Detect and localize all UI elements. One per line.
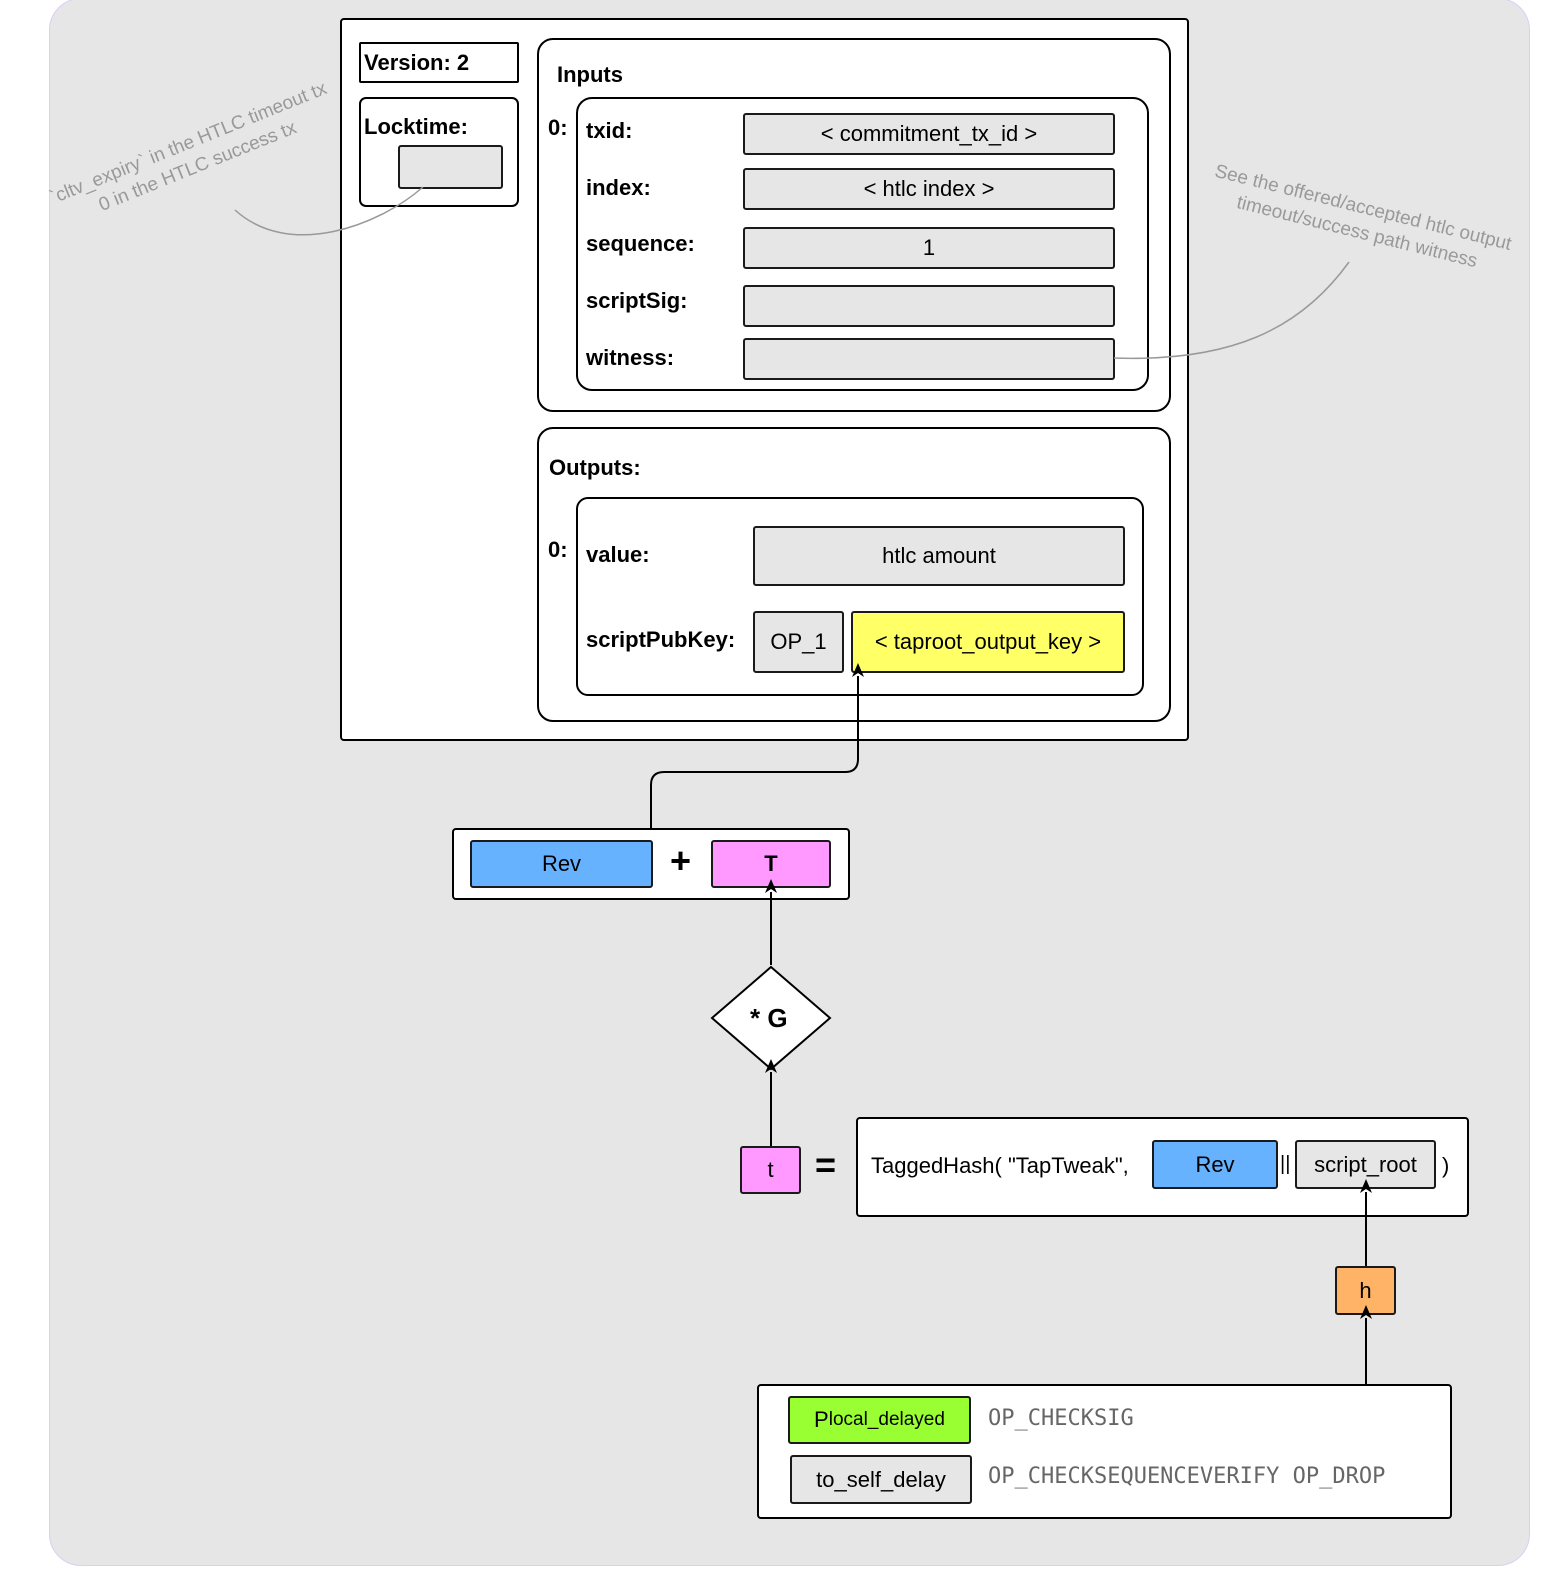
local-delayed-key-sub: local_delayed — [828, 1409, 945, 1430]
txid-field[interactable]: < commitment_tx_id > — [743, 113, 1115, 155]
op-csv-drop: OP_CHECKSEQUENCEVERIFY OP_DROP — [988, 1464, 1386, 1489]
value-field[interactable]: htlc amount — [753, 526, 1125, 586]
locktime-box: Locktime: — [359, 97, 519, 207]
tagged-hash-prefix: TaggedHash( "TapTweak", — [871, 1153, 1129, 1178]
outputs-title: Outputs: — [549, 455, 641, 480]
to-self-delay-field[interactable]: to_self_delay — [790, 1455, 972, 1504]
tagged-hash-rev[interactable]: Rev — [1152, 1140, 1278, 1189]
script-root-field[interactable]: script_root — [1295, 1140, 1436, 1189]
equals-sign: = — [815, 1144, 837, 1185]
scriptsig-field[interactable] — [743, 285, 1115, 327]
output-index-label: 0: — [548, 537, 568, 562]
scriptpubkey-label: scriptPubKey: — [586, 627, 736, 652]
value-label: value: — [586, 542, 650, 567]
witness-label: witness: — [586, 345, 675, 370]
rev-key[interactable]: Rev — [470, 840, 653, 888]
index-field[interactable]: < htlc index > — [743, 168, 1115, 210]
version-box: Version: 2 — [359, 42, 519, 83]
op-checksig: OP_CHECKSIG — [988, 1406, 1134, 1431]
tweak-point-T[interactable]: T — [711, 840, 831, 888]
witness-field[interactable] — [743, 338, 1115, 380]
txid-label: txid: — [586, 118, 633, 143]
local-delayed-key-main: P — [814, 1407, 829, 1432]
tagged-hash-suffix: ) — [1442, 1153, 1450, 1178]
input-index-label: 0: — [548, 115, 568, 140]
leaf-hash-h[interactable]: h — [1335, 1266, 1396, 1315]
version-label: Version: 2 — [364, 50, 470, 75]
taproot-output-key-field[interactable]: < taproot_output_key > — [851, 611, 1125, 673]
op1-field[interactable]: OP_1 — [753, 611, 844, 673]
index-label: index: — [586, 175, 651, 200]
plus-sign: + — [670, 840, 692, 881]
tweak-scalar-t[interactable]: t — [740, 1146, 801, 1194]
scriptsig-label: scriptSig: — [586, 288, 688, 313]
locktime-label: Locktime: — [364, 114, 468, 139]
sequence-field[interactable]: 1 — [743, 227, 1115, 269]
concat-operator: || — [1280, 1153, 1291, 1175]
inputs-title: Inputs — [557, 62, 623, 87]
sequence-label: sequence: — [586, 231, 695, 256]
multiply-g-label: * G — [750, 1003, 788, 1033]
locktime-field[interactable] — [398, 145, 503, 189]
